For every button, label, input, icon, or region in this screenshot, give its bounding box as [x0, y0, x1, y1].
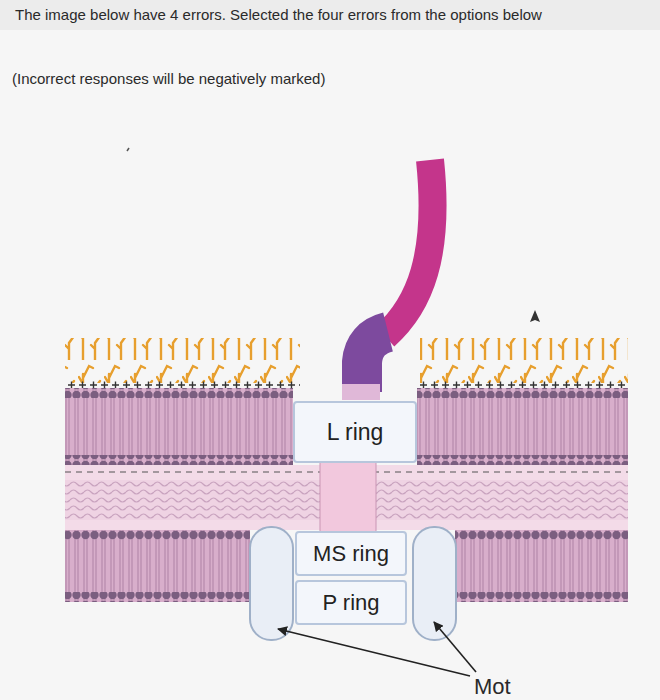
instruction-note: (Incorrect responses will be negatively …: [12, 70, 325, 87]
ring-label: P ring: [322, 590, 379, 616]
mot-label: Mot: [474, 674, 511, 700]
question-title: The image below have 4 errors. Selected …: [15, 6, 542, 23]
p-ring-box: P ring: [295, 580, 407, 625]
ring-label: L ring: [327, 419, 384, 446]
ms-ring-box: MS ring: [295, 531, 407, 576]
ring-label: MS ring: [313, 541, 389, 567]
l-ring-box: L ring: [293, 401, 417, 463]
